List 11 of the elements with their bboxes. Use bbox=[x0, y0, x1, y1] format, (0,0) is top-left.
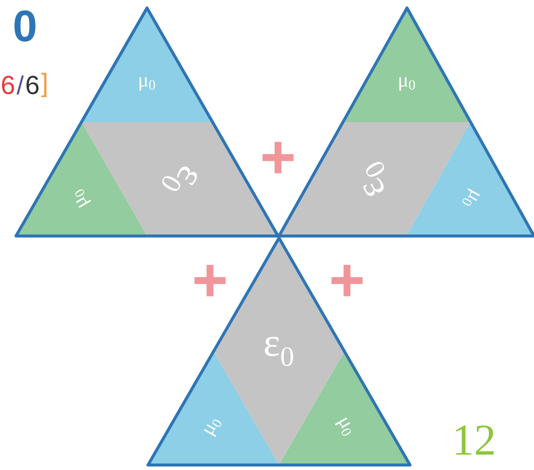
permeability-region: μ$_{0}$ bbox=[343, 8, 470, 122]
bracket-text: ] bbox=[41, 72, 46, 98]
big-number: 12 bbox=[456, 425, 494, 455]
permeability-region: μ$_{0}$ bbox=[16, 122, 147, 236]
fraction-text: / bbox=[16, 75, 24, 95]
fraction-text: 6 bbox=[26, 76, 38, 94]
triangle-outline bbox=[146, 236, 412, 466]
permeability-region: μ$_{0}$ bbox=[82, 8, 212, 122]
permeability-region: μ$_{0}$ bbox=[406, 122, 534, 236]
big-number: 0 bbox=[14, 10, 36, 42]
fraction-text: 6 bbox=[2, 76, 14, 94]
